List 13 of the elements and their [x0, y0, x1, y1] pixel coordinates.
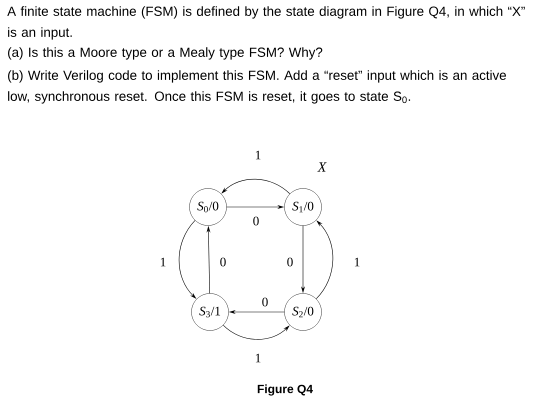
edge-label: 1: [256, 150, 260, 160]
question-text: (a) Is this a Moore type or a Mealy type FSM? Why?: [8, 47, 322, 60]
edge-label: 0: [262, 298, 268, 306]
edge-label: 0: [253, 216, 259, 226]
question-text: (b) Write Verilog code to implement this FSM. Add a “reset” input which is an active low, synchronous reset. Once this FSM is reset, it goes to state S$_{0}$.: [8, 70, 506, 104]
edge-label: 0: [287, 258, 293, 266]
question-text: A finite state machine (FSM) is defined by the state diagram in Figure Q4, in which “X” is an input.: [7, 6, 525, 40]
edge-label: 0: [220, 258, 226, 266]
figure-caption: Figure Q4: [258, 384, 313, 396]
edge-label: 1: [354, 258, 360, 266]
edge-label: 1: [160, 258, 166, 266]
edge-label: 1: [256, 354, 260, 362]
input-label: X: [317, 162, 327, 172]
